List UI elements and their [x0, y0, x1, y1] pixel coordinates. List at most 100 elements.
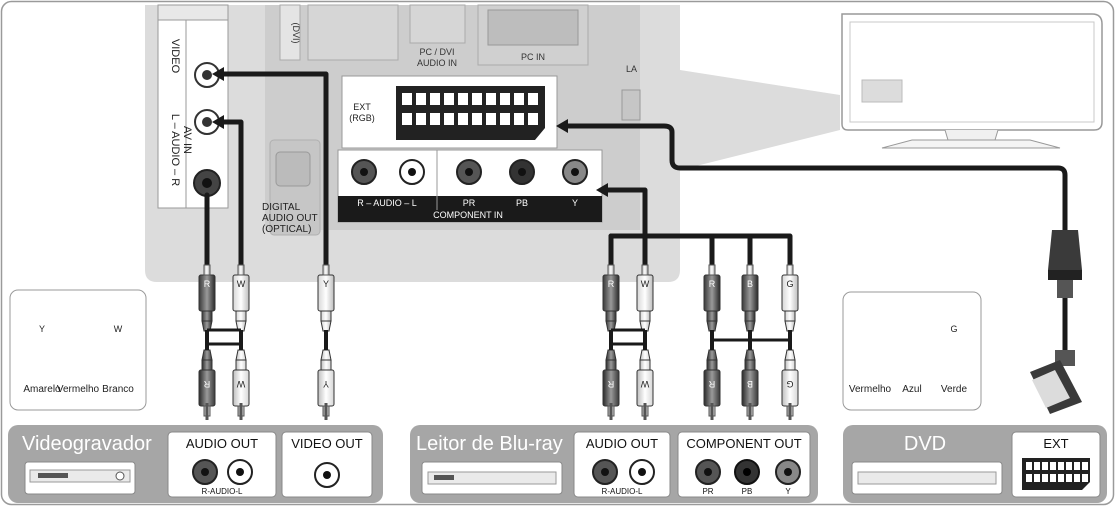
plug-label-bd-r: R: [608, 279, 615, 289]
ext-rgb-line-2: (RGB): [349, 113, 375, 123]
pc-in-connector: [487, 9, 579, 46]
scart-pin: [402, 93, 412, 105]
rca-plug: [781, 264, 799, 332]
component-jack-core: [360, 168, 368, 176]
arrow-audio-l-in: [212, 115, 224, 129]
scart-pin: [444, 113, 454, 125]
digital-audio-line-1: DIGITAL: [262, 202, 301, 213]
scart-plug-top: [1048, 230, 1082, 298]
cable-bd-to-component-in: [603, 187, 648, 239]
bluray-title: Leitor de Blu-ray: [416, 433, 563, 455]
dvi-port: [279, 4, 301, 61]
scart-pin: [444, 93, 454, 105]
vcr-video-out-label: VIDEO OUT: [291, 436, 363, 451]
vcr-audio-sub: R-AUDIO-L: [202, 487, 243, 496]
legend-left-name-3: Branco: [102, 384, 134, 395]
scart-pin: [472, 113, 482, 125]
rca-plug: [602, 349, 620, 417]
rca-plug: [317, 264, 335, 332]
cables: [204, 71, 1068, 268]
component-pb-label: PB: [516, 198, 528, 208]
ext-rgb-line-1: EXT: [353, 102, 371, 112]
arrow-component-in: [596, 183, 608, 197]
av-in-video-jack-core: [202, 70, 212, 80]
scart-pin: [472, 93, 482, 105]
dvd-scart-pin: [1058, 474, 1064, 482]
pc-audio-port: [409, 4, 466, 44]
dvd-scart-pin: [1082, 474, 1088, 482]
vcr-title: Videogravador: [22, 433, 152, 455]
legend-right-name-2: Azul: [902, 384, 921, 395]
legend-left-plug-y: Y: [39, 324, 45, 334]
legend-right-plug-g: G: [950, 324, 957, 334]
scart-pin: [514, 93, 524, 105]
plug-label-vcr-w: W: [237, 279, 246, 289]
optical-port: [275, 151, 311, 187]
plug-label-bd-pr2: R: [708, 379, 715, 389]
legend-right-box: [842, 291, 982, 411]
av-in-audio-l-jack-core: [202, 117, 212, 127]
av-in-audio-r-jack-core: [202, 178, 212, 188]
dvd-scart-pin: [1066, 474, 1072, 482]
tv-outline: [841, 13, 1103, 149]
component-audio-label: R – AUDIO – L: [357, 198, 417, 208]
plug-labels: R W Y R W Y R W R B G R W R B G Y R W R …: [39, 279, 958, 389]
plug-label-bd-g2: G: [786, 379, 793, 389]
dvd-scart-pin: [1074, 474, 1080, 482]
dvd-scart-pin: [1082, 462, 1088, 470]
dvd-scart-pin: [1034, 462, 1040, 470]
plug-label-vcr-w2: W: [236, 379, 245, 389]
legend-right-name-3: Verde: [941, 384, 968, 395]
dvd-scart-pin: [1050, 474, 1056, 482]
arrow-video-in: [212, 67, 224, 81]
pc-in-label: PC IN: [521, 52, 545, 62]
legend-right-plug-b: B: [909, 324, 915, 334]
scart-pin: [528, 93, 538, 105]
scart-pin: [458, 113, 468, 125]
legend-left-plug-w: W: [114, 324, 123, 334]
plug-label-bd-w: W: [641, 279, 650, 289]
dvd-ext-label: EXT: [1043, 436, 1068, 451]
lan-port: [621, 89, 641, 121]
legend-right-plug-r: R: [867, 324, 874, 334]
scart-pin: [500, 113, 510, 125]
legend-right-name-1: Vermelho: [849, 384, 892, 395]
dvd-scart-pin: [1050, 462, 1056, 470]
component-in-label: COMPONENT IN: [433, 210, 503, 220]
scart-pin: [430, 113, 440, 125]
vcr-audio-out-label: AUDIO OUT: [186, 436, 258, 451]
scart-pin: [416, 113, 426, 125]
scart-pin: [458, 93, 468, 105]
plug-label-vcr-r2: R: [203, 379, 210, 389]
plug-label-vcr-r: R: [204, 279, 211, 289]
plug-label-bd-w2: W: [640, 379, 649, 389]
dvd-scart-pin: [1026, 474, 1032, 482]
legend-left-name-2: Vermelho: [57, 384, 100, 395]
digital-audio-line-3: (OPTICAL): [262, 224, 311, 235]
plug-label-bd-pb: B: [747, 279, 753, 289]
scart-pin: [402, 113, 412, 125]
scart-pin: [416, 93, 426, 105]
dvd-scart-pin: [1066, 462, 1072, 470]
scart-plug-bottom: [1030, 350, 1082, 414]
scart-pin: [486, 113, 496, 125]
dvd-scart-pin: [1074, 462, 1080, 470]
bluray-y-label: Y: [785, 487, 791, 496]
pc-dvi-audio-line-1: PC / DVI: [419, 47, 454, 57]
cable-vcr-audio-l: [219, 119, 244, 268]
scart-pin: [500, 93, 510, 105]
device-dvd: DVD EXT: [843, 425, 1107, 503]
plug-label-vcr-y2: Y: [323, 379, 329, 389]
rca-plug: [198, 264, 216, 332]
legend-left-plug-r: R: [75, 324, 82, 334]
rca-plug: [198, 349, 216, 417]
plug-label-bd-pr: R: [709, 279, 716, 289]
cable-vcr-video: [219, 71, 329, 268]
device-vcr: Videogravador AUDIO OUT R-AUDIO-L VIDEO …: [8, 425, 383, 503]
component-jack-core: [465, 168, 473, 176]
plug-label-bd-y: G: [786, 279, 793, 289]
dvd-scart-pin: [1058, 462, 1064, 470]
plug-label-bd-r2: R: [607, 379, 614, 389]
